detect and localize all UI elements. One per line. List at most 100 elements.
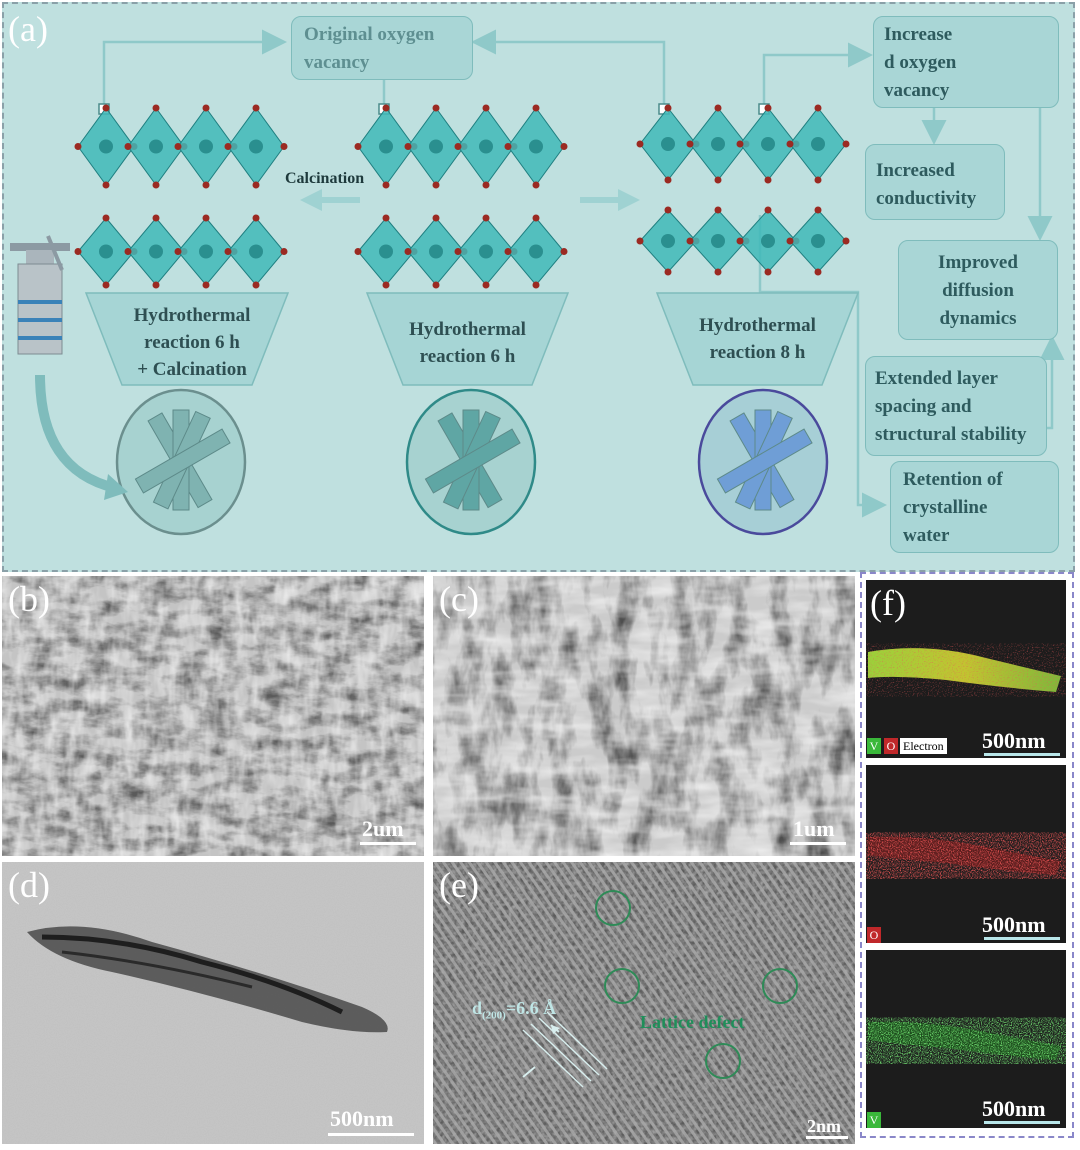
funnel-line: Hydrothermal — [699, 315, 816, 336]
oxygen-atom — [382, 181, 390, 189]
scale-bar-d — [328, 1133, 414, 1136]
oxygen-atom — [482, 104, 490, 112]
increased-oxygen-vacancy-box: Increase d oxygen vacancy — [873, 16, 1059, 108]
spacing-d: d — [472, 998, 483, 1018]
oxygen-atom — [686, 237, 694, 245]
oxygen-atom — [636, 237, 644, 245]
layer-spacing-box: Extended layer spacing and structural st… — [865, 356, 1047, 456]
scale-bar-f2 — [984, 937, 1060, 940]
vanadium-atom — [379, 139, 393, 154]
box-line: conductivity — [876, 188, 977, 209]
scale-bar-c — [790, 842, 846, 845]
funnel-text-2: Hydrothermal reaction 6 h — [367, 316, 568, 370]
scale-label-d: 500nm — [330, 1106, 394, 1131]
funnel-text-1: Hydrothermal reaction 6 h + Calcination — [96, 302, 288, 383]
oxygen-atom — [382, 104, 390, 112]
panel-label-b: (b) — [8, 579, 50, 619]
tem-image-d — [2, 862, 424, 1144]
lattice-spacing-label: d(200)=6.6 Å — [472, 998, 556, 1022]
oxygen-atom — [814, 104, 822, 112]
box-line: Increase — [884, 24, 953, 45]
oxygen-atom — [560, 248, 568, 255]
oxygen-atom — [202, 281, 210, 289]
oxygen-atom — [764, 206, 772, 214]
eds-map-electron — [866, 580, 1066, 758]
eds-map-o — [866, 765, 1066, 943]
scale-bar-b — [360, 842, 416, 845]
oxygen-atom — [432, 214, 440, 222]
oxygen-atom — [382, 214, 390, 222]
oxygen-atom — [354, 143, 362, 150]
vanadium-atom — [761, 137, 775, 151]
scale-label-f3: 500nm — [982, 1096, 1046, 1121]
oxygen-atom — [736, 140, 744, 148]
oxygen-atom — [102, 181, 110, 189]
lattice-defect-label: Lattice defect — [640, 1012, 745, 1032]
oxygen-atom — [174, 248, 182, 255]
oxygen-atom — [174, 143, 182, 150]
vanadium-atom — [711, 137, 725, 151]
oxygen-atom — [814, 176, 822, 184]
eds-map-v — [866, 950, 1066, 1128]
vanadium-atom — [811, 234, 825, 248]
vanadium-atom — [529, 139, 543, 154]
vanadium-atom — [429, 139, 443, 154]
eds-v-texture — [868, 1021, 1061, 1060]
hrtem-image-e — [433, 862, 855, 1144]
oxygen-atom — [842, 140, 850, 148]
oxygen-atom — [454, 248, 462, 255]
rod-bundles — [134, 409, 813, 511]
calcination-label: Calcination — [285, 170, 365, 187]
funnel-text-3: Hydrothermal reaction 8 h — [657, 312, 858, 366]
panel-label-a: (a) — [8, 9, 48, 49]
oxygen-atom — [482, 181, 490, 189]
oxygen-atom — [504, 248, 512, 255]
sem-texture-c — [433, 576, 855, 856]
scale-label-f2: 500nm — [982, 912, 1046, 937]
oxygen-atom — [432, 281, 440, 289]
vanadium-atom — [811, 137, 825, 151]
oxygen-atom — [686, 140, 694, 148]
vanadium-atom — [99, 244, 113, 259]
vanadium-atom — [479, 244, 493, 259]
oxygen-atom — [224, 143, 232, 150]
box-line: Improved — [938, 252, 1018, 273]
oxygen-atom — [102, 214, 110, 222]
legend-o-swatch: O — [884, 738, 898, 754]
box-line: diffusion — [942, 280, 1014, 301]
oxygen-atom — [202, 104, 210, 112]
oxygen-atom — [280, 248, 288, 255]
vanadium-atom — [149, 139, 163, 154]
spacing-lines — [522, 1011, 608, 1088]
scale-bar-f3 — [984, 1121, 1060, 1124]
oxygen-atom — [252, 181, 260, 189]
oxygen-atom — [252, 214, 260, 222]
funnel-line: + Calcination — [137, 359, 247, 380]
vanadium-atom — [761, 234, 775, 248]
oxygen-atom — [714, 206, 722, 214]
scale-label-f1: 500nm — [982, 728, 1046, 753]
funnel-line: Hydrothermal — [409, 319, 526, 340]
process-arrows — [300, 189, 640, 211]
oxygen-atom — [152, 181, 160, 189]
panel-f-frame — [860, 572, 1074, 1138]
vanadium-atom — [99, 139, 113, 154]
legend-electron-swatch: Electron — [900, 738, 947, 754]
panel-label-f: (f) — [870, 583, 906, 623]
box-line: Retention of — [903, 469, 1003, 490]
autoclave-icon — [10, 235, 70, 355]
box-line: dynamics — [939, 308, 1017, 329]
scale-bar-f1 — [984, 753, 1060, 756]
oxygen-atom — [152, 104, 160, 112]
oxygen-atom — [664, 104, 672, 112]
oxygen-atom — [532, 281, 540, 289]
oxygen-atom — [664, 268, 672, 276]
oxygen-atom — [432, 104, 440, 112]
oxygen-atom — [102, 104, 110, 112]
oxygen-atom — [454, 143, 462, 150]
oxygen-atom — [74, 143, 82, 150]
defect-circles — [595, 890, 798, 1079]
box-line: Increased — [876, 160, 955, 181]
oxygen-atom — [736, 237, 744, 245]
panel-label-c: (c) — [439, 579, 479, 619]
